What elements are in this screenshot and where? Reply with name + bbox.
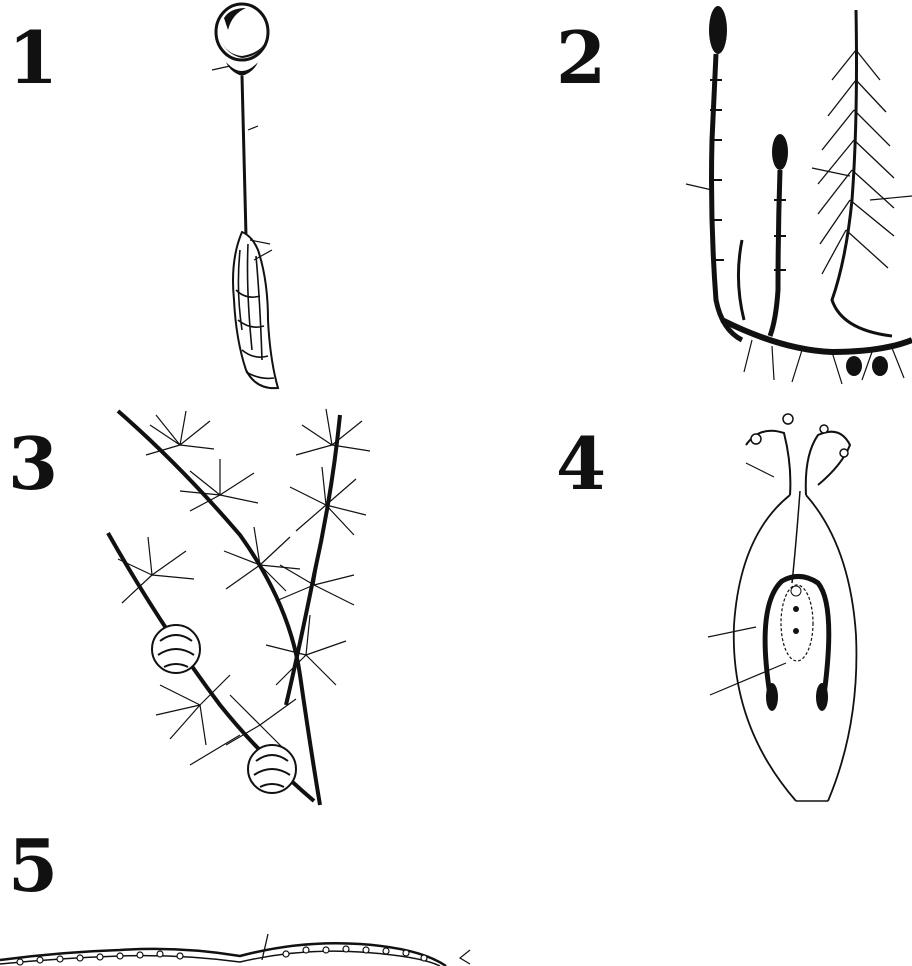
- figure-label-3: 3: [8, 428, 58, 500]
- horsetail-icon: [682, 0, 912, 395]
- figure-label-1: 1: [8, 22, 58, 94]
- figure-label-4: 4: [556, 428, 606, 500]
- larch-branch-icon: [100, 405, 400, 815]
- cone-upper: [152, 625, 200, 673]
- pistil-ovule-section-icon: [700, 405, 900, 810]
- moss-sporophyte-icon: [190, 0, 320, 395]
- cone-lower: [248, 745, 296, 793]
- leaf-cross-section-icon: [0, 930, 480, 966]
- figure-label-5: 5: [8, 830, 58, 902]
- figure-label-2: 2: [556, 22, 606, 94]
